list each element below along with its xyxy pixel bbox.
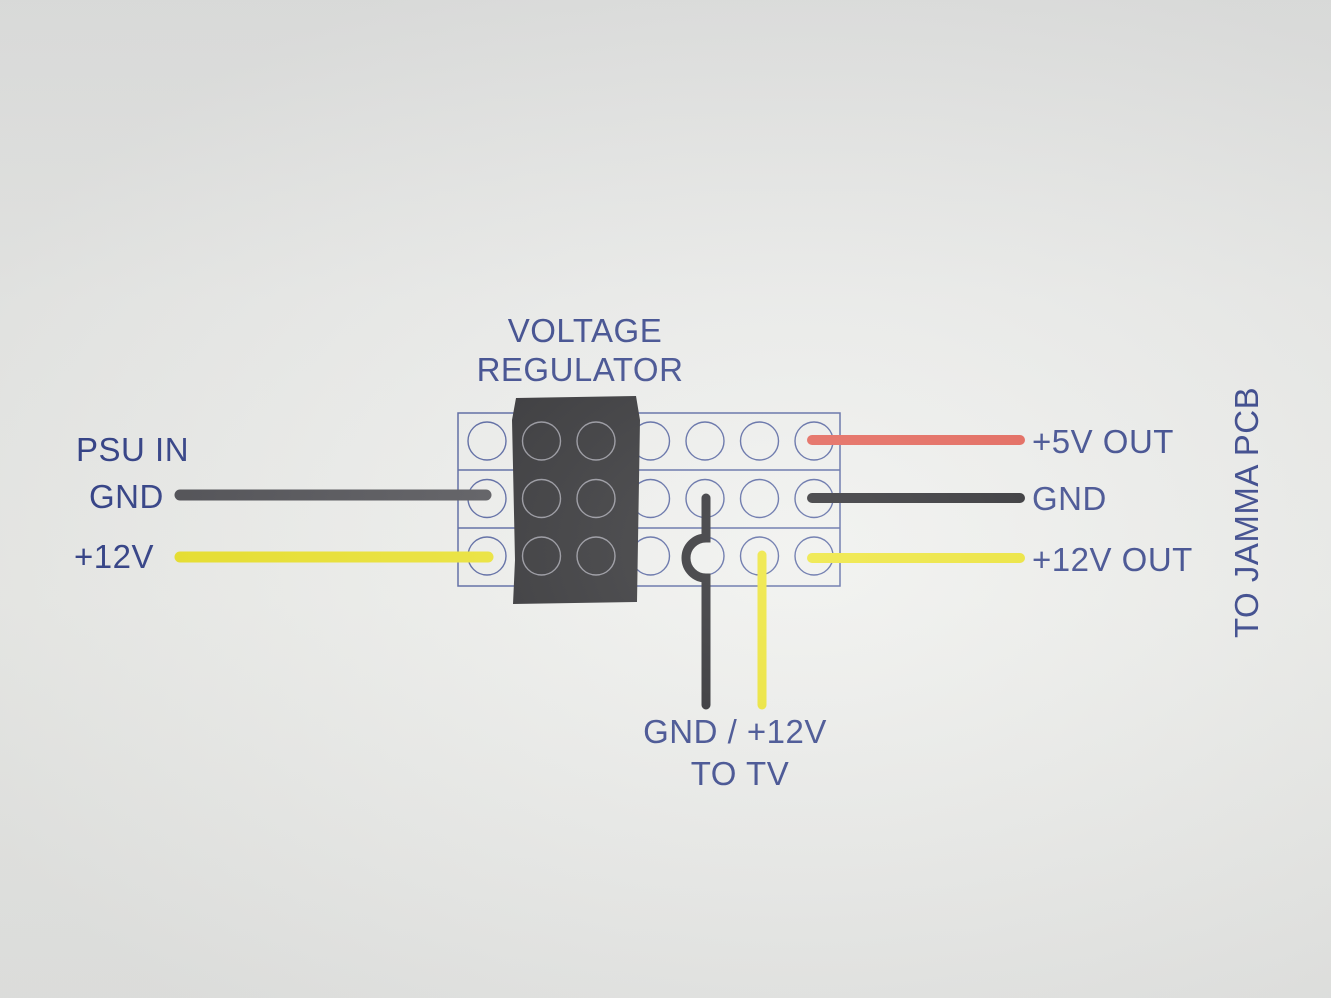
psu-gnd-label: GND: [89, 478, 164, 515]
regulator-pin: [576, 478, 616, 519]
psu-12v-label: +12V: [74, 538, 154, 575]
regulator-pins: [521, 421, 616, 576]
board-hole: [739, 421, 780, 461]
board-hole: [467, 421, 507, 461]
tv-wires-label: GND / +12V: [643, 713, 827, 750]
regulator-pin: [521, 536, 562, 576]
jamma-pcb-label: TO JAMMA PCB: [1228, 386, 1265, 638]
regulator-pin: [576, 421, 616, 461]
voltage-regulator-block: [512, 396, 640, 604]
board-hole: [739, 478, 780, 519]
board-hole: [685, 421, 725, 461]
out-gnd-label: GND: [1032, 480, 1107, 517]
regulator-pin: [576, 536, 616, 576]
out-5v-label: +5V OUT: [1032, 423, 1174, 460]
tv-gnd-wire: [681, 493, 711, 710]
tv-label: TO TV: [690, 755, 790, 792]
regulator-title-line1: VOLTAGE: [507, 312, 663, 349]
out-12v-label: +12V OUT: [1032, 541, 1193, 578]
regulator-pin: [521, 478, 562, 519]
psu-in-heading: PSU IN: [76, 431, 190, 468]
regulator-pin: [521, 421, 562, 461]
regulator-title-line2: REGULATOR: [476, 351, 684, 388]
